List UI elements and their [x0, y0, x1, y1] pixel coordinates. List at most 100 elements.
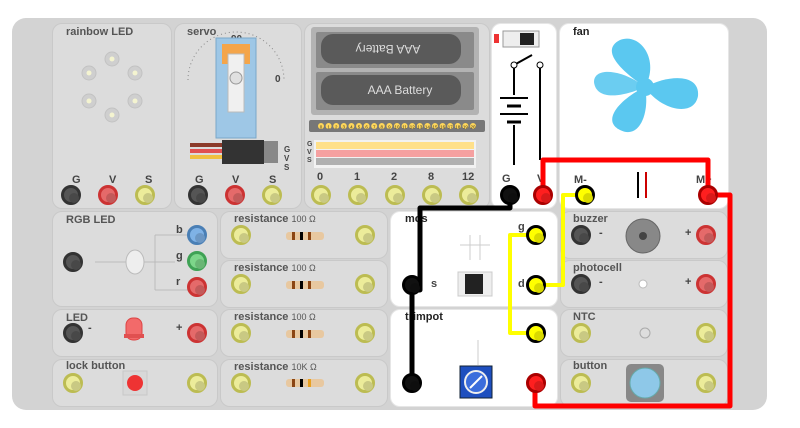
io-number-label: 15 — [432, 125, 438, 130]
resistor-2-port-1[interactable] — [231, 274, 251, 294]
rgb-led-port-g[interactable] — [187, 251, 207, 271]
io-number-dot — [371, 123, 378, 129]
servo-port-v[interactable] — [225, 185, 245, 205]
mos-port-d[interactable] — [526, 275, 546, 295]
io-number-label: 4 — [350, 125, 353, 130]
servo-header-s: S — [284, 163, 290, 172]
rgb-led-port-b[interactable] — [187, 225, 207, 245]
mos-port-g[interactable] — [526, 225, 546, 245]
servo-pin-v-label: V — [232, 174, 240, 186]
servo-angle-0: 0 — [275, 74, 281, 85]
io-number-dot — [318, 123, 324, 129]
rainbow-led-pin-g-label: G — [72, 174, 81, 186]
rgb-pin-b-label: b — [176, 224, 183, 236]
photocell-port-minus[interactable] — [571, 274, 591, 294]
ntc-port-1[interactable] — [571, 323, 591, 343]
resistor-1-port-2[interactable] — [355, 225, 375, 245]
rainbow-led-ring — [81, 51, 143, 123]
resistor-3-port-2[interactable] — [355, 323, 375, 343]
ntc-icon — [639, 327, 651, 339]
io-header-strip — [309, 120, 485, 168]
io-number-dot — [462, 123, 469, 129]
fan-icon — [583, 25, 707, 198]
io-number-dot — [439, 123, 446, 129]
led-port-plus[interactable] — [187, 323, 207, 343]
io-number-label: 19 — [463, 125, 469, 130]
resistor-1-port-1[interactable] — [231, 225, 251, 245]
io-number-label: 12 — [410, 125, 416, 130]
battery-pack — [311, 27, 479, 115]
photocell-port-plus[interactable] — [696, 274, 716, 294]
buzzer-icon — [625, 218, 661, 254]
rainbow-led-port-g[interactable] — [61, 185, 81, 205]
io-number-dot — [363, 123, 370, 129]
io-number-label: 20 — [470, 125, 476, 130]
io-number-label: 6 — [365, 125, 368, 130]
servo-port-s[interactable] — [262, 185, 282, 205]
io-port-2[interactable] — [385, 185, 405, 205]
io-number-dot — [454, 123, 461, 129]
rainbow-led-port-s[interactable] — [135, 185, 155, 205]
resistor-4-port-2[interactable] — [355, 373, 375, 393]
resistor-4-title-text: resistance — [234, 361, 289, 373]
rgb-led-port-r[interactable] — [187, 277, 207, 297]
buzzer-port-plus[interactable] — [696, 225, 716, 245]
trimpot-port-wiper[interactable] — [526, 323, 546, 343]
buzzer-port-minus[interactable] — [571, 225, 591, 245]
io-number-dot — [386, 123, 393, 129]
switch-battery-module[interactable]: G V — [491, 23, 557, 209]
rainbow-led-title: rainbow LED — [66, 26, 134, 38]
photocell-title: photocell — [573, 262, 622, 274]
resistor-2-title: resistance 100 Ω — [234, 262, 316, 274]
fan-port-plus[interactable] — [698, 185, 718, 205]
fan-title: fan — [573, 26, 590, 38]
switch-port-g[interactable] — [500, 185, 520, 205]
io-port-12[interactable] — [459, 185, 479, 205]
resistor-2-port-2[interactable] — [355, 274, 375, 294]
servo-port-g[interactable] — [188, 185, 208, 205]
trimpot-port-1[interactable] — [402, 373, 422, 393]
buzzer-minus-label: - — [599, 227, 603, 239]
io-number-dot — [424, 123, 431, 129]
lock-button-port-1[interactable] — [63, 373, 83, 393]
lock-button-icon — [122, 370, 148, 396]
io-port-0[interactable] — [311, 185, 331, 205]
ntc-port-2[interactable] — [696, 323, 716, 343]
switch-port-v[interactable] — [533, 185, 553, 205]
ntc-title: NTC — [573, 311, 596, 323]
rainbow-led-port-v[interactable] — [98, 185, 118, 205]
io-number-dot — [409, 123, 416, 129]
resistor-4-port-1[interactable] — [231, 373, 251, 393]
mos-pin-s-label: s — [431, 278, 438, 290]
button-title: button — [573, 360, 608, 372]
resistor-3-title-text: resistance — [234, 311, 289, 323]
io-port-8[interactable] — [422, 185, 442, 205]
trimpot-knob-icon — [459, 340, 493, 399]
io-number-label: 10 — [394, 125, 400, 130]
lock-button-port-2[interactable] — [187, 373, 207, 393]
buzzer-title: buzzer — [573, 213, 608, 225]
resistor-3-port-1[interactable] — [231, 323, 251, 343]
mos-pin-d-label: d — [518, 278, 525, 290]
button-port-1[interactable] — [571, 373, 591, 393]
switch-schematic — [494, 30, 544, 165]
io-port-1[interactable] — [348, 185, 368, 205]
led-port-minus[interactable] — [63, 323, 83, 343]
io-number-label: 18 — [455, 125, 461, 130]
io-number-dot — [325, 123, 332, 129]
rainbow-led-pin-s-label: S — [145, 174, 153, 186]
fan-port-minus[interactable] — [575, 185, 595, 205]
io-port-2-label: 2 — [391, 171, 398, 183]
io-number-label: 13 — [417, 125, 423, 130]
io-number-label: 17 — [448, 125, 454, 130]
button-port-2[interactable] — [696, 373, 716, 393]
mos-port-s[interactable] — [402, 275, 422, 295]
buzzer-plus-label: + — [685, 227, 692, 239]
mos-pin-g-label: g — [518, 221, 525, 233]
io-port-1-label: 1 — [354, 171, 361, 183]
trimpot-port-2[interactable] — [526, 373, 546, 393]
rgb-led-port-common[interactable] — [63, 252, 83, 272]
io-number-dot — [340, 123, 347, 129]
io-number-dot — [447, 123, 454, 129]
